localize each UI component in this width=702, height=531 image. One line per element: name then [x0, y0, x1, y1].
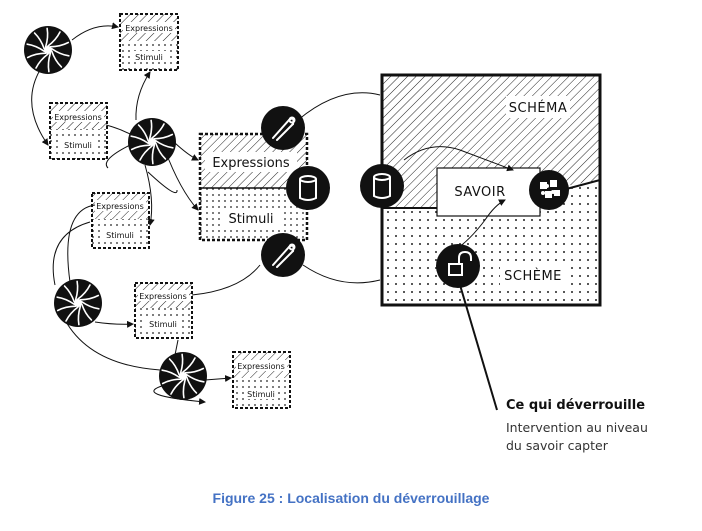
- connectors: [31, 22, 514, 411]
- box1-expressions-label: Expressions: [125, 24, 173, 33]
- tongs-icon: [260, 232, 306, 278]
- spiral-icon: [23, 25, 73, 75]
- puzzle-icon: [529, 170, 569, 210]
- scheme-label: SCHÈME: [504, 268, 562, 284]
- medium-expressions-label: Expressions: [212, 156, 290, 171]
- medium-stimuli-label: Stimuli: [228, 212, 273, 227]
- can-icon: [285, 165, 331, 211]
- annotation-line-1: Intervention au niveau: [506, 420, 648, 435]
- spiral-icon: [158, 351, 208, 401]
- box4-stimuli-label: Stimuli: [149, 320, 177, 329]
- spiral-icon: [53, 278, 103, 328]
- can-icon: [359, 163, 405, 209]
- small-box-2: Expressions Stimuli: [49, 102, 108, 160]
- main-box: SCHÉMA SCHÈME SAVOIR: [380, 73, 602, 307]
- small-box-3: Expressions Stimuli: [91, 192, 150, 249]
- small-box-4: Expressions Stimuli: [134, 282, 193, 339]
- open-lock-icon: [435, 243, 481, 289]
- box3-stimuli-label: Stimuli: [106, 231, 134, 240]
- box5-stimuli-label: Stimuli: [247, 390, 275, 399]
- box4-expressions-label: Expressions: [139, 292, 187, 301]
- tongs-icon: [260, 105, 306, 151]
- annotation-title: Ce qui déverrouille: [506, 398, 646, 413]
- box3-expressions-label: Expressions: [96, 202, 144, 211]
- box2-expressions-label: Expressions: [54, 113, 102, 122]
- box5-expressions-label: Expressions: [237, 362, 285, 371]
- spiral-icon: [127, 117, 177, 167]
- small-box-5: Expressions Stimuli: [232, 351, 291, 409]
- savoir-label: SAVOIR: [454, 185, 505, 200]
- box1-stimuli-label: Stimuli: [135, 53, 163, 62]
- annotation-line-2: du savoir capter: [506, 438, 608, 453]
- box2-stimuli-label: Stimuli: [64, 141, 92, 150]
- small-box-1: Expressions Stimuli: [119, 13, 179, 71]
- figure-caption: Figure 25 : Localisation du déverrouilla…: [212, 490, 490, 506]
- schema-label: SCHÉMA: [509, 100, 567, 116]
